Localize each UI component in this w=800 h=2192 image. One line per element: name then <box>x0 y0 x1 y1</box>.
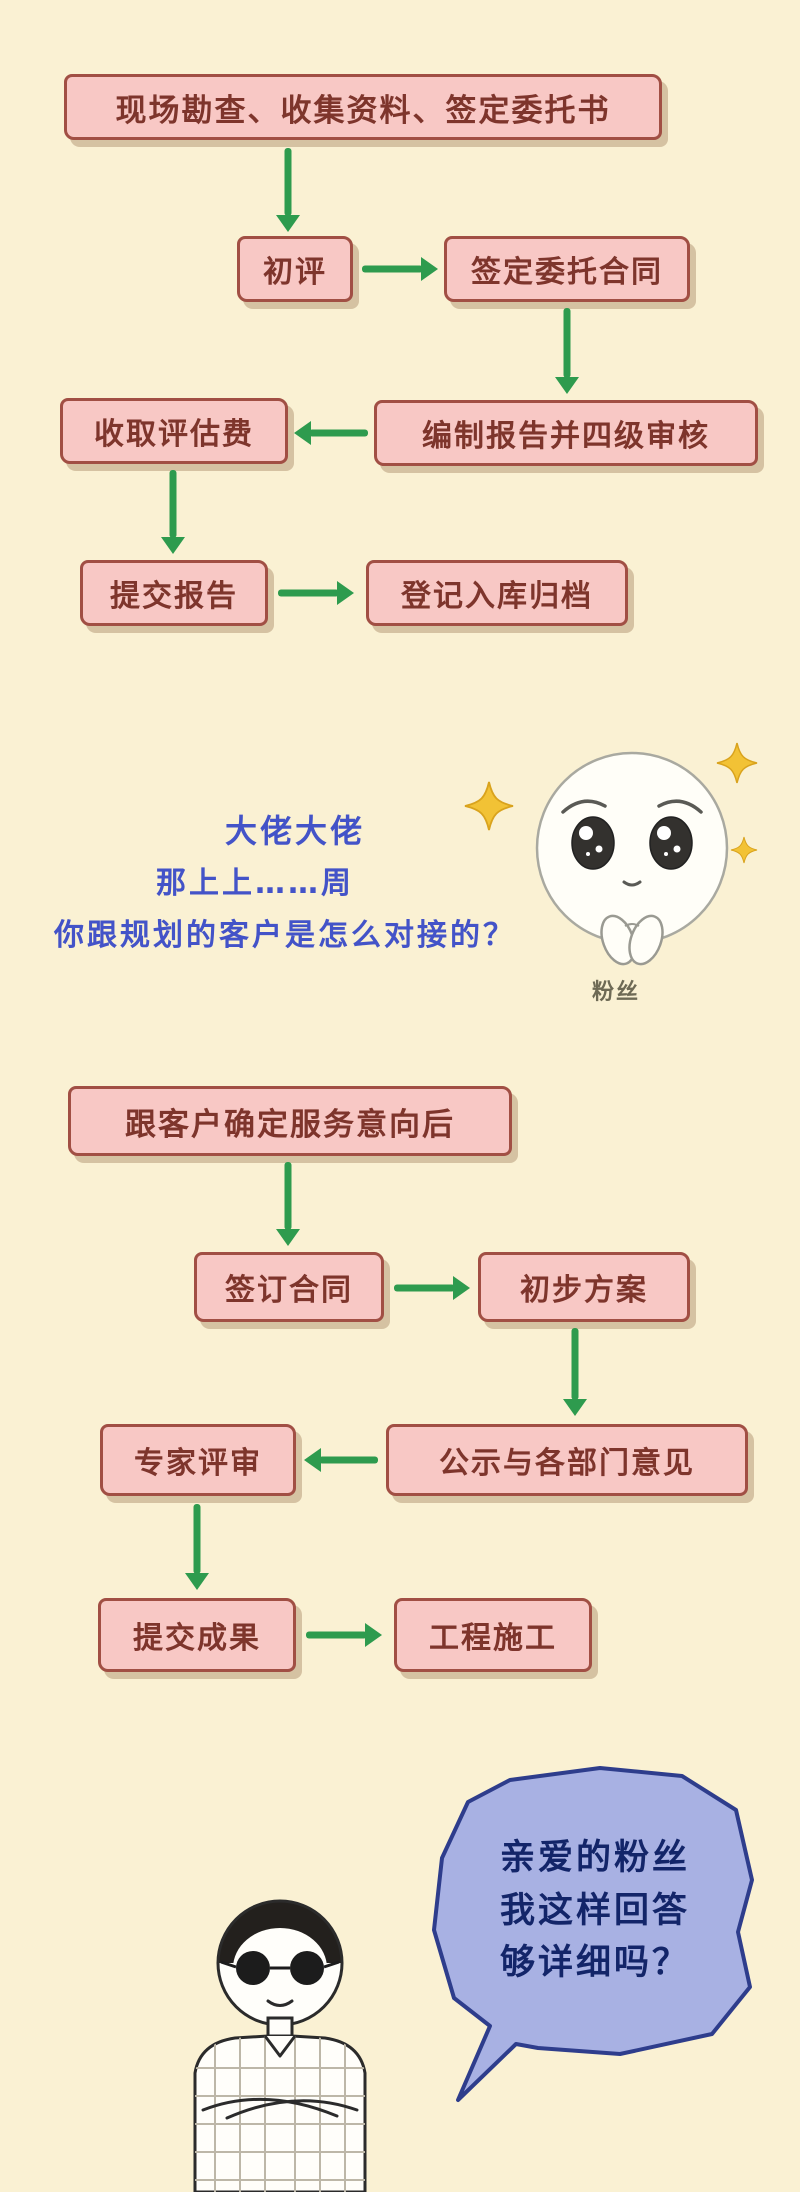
reply-line3: 够详细吗？ <box>499 1943 690 1983</box>
node-archive: 登记入库归档 <box>366 560 628 626</box>
flow-arrow-down-icon <box>563 1328 587 1416</box>
man-avatar <box>193 1899 367 2192</box>
reply-line2: 我这样回答 <box>499 1890 690 1931</box>
node-initial-review: 初评 <box>237 236 353 302</box>
sparkle-icon <box>730 836 758 864</box>
node-collect-fee: 收取评估费 <box>60 398 288 464</box>
node-survey: 现场勘查、收集资料、签定委托书 <box>64 74 662 140</box>
node-confirm-intent: 跟客户确定服务意向后 <box>68 1086 512 1156</box>
flow-arrow-right-icon <box>394 1276 470 1300</box>
sparkle-icon <box>716 742 758 784</box>
flow-arrow-right-icon <box>278 581 354 605</box>
fan-question-line3: 你跟规划的客户是怎么对接的？ <box>54 918 516 953</box>
flow-arrow-right-icon <box>362 257 438 281</box>
flow-arrow-down-icon <box>185 1504 209 1590</box>
node-sign-commission: 签定委托合同 <box>444 236 690 302</box>
flow-arrow-down-icon <box>276 1162 300 1246</box>
flow-arrow-down-icon <box>555 308 579 394</box>
node-submit-report: 提交报告 <box>80 560 268 626</box>
reply-bubble-text: 亲爱的粉丝 我这样回答 够详细吗？ <box>465 1832 725 1990</box>
flow-arrow-down-icon <box>161 470 185 554</box>
flow-arrow-down-icon <box>276 148 300 232</box>
node-expert-review: 专家评审 <box>100 1424 296 1496</box>
speech-bubble <box>432 1766 754 2102</box>
node-construction: 工程施工 <box>394 1598 592 1672</box>
node-publicity: 公示与各部门意见 <box>386 1424 748 1496</box>
node-submit-results: 提交成果 <box>98 1598 296 1672</box>
fan-question-line1: 大佬大佬 <box>224 812 365 850</box>
fan-face-illustration <box>464 742 758 966</box>
node-report-audit: 编制报告并四级审核 <box>374 400 758 466</box>
node-sign-contract: 签订合同 <box>194 1252 384 1322</box>
flow-arrow-right-icon <box>306 1623 382 1647</box>
reply-line1: 亲爱的粉丝 <box>499 1838 690 1878</box>
sparkle-icon <box>464 781 514 831</box>
fan-question-line2: 那上上……周 <box>156 866 354 901</box>
flow-arrow-left-icon <box>304 1448 378 1472</box>
flow-arrow-left-icon <box>294 421 368 445</box>
fan-caption: 粉丝 <box>591 980 640 1005</box>
node-draft-plan: 初步方案 <box>478 1252 690 1322</box>
